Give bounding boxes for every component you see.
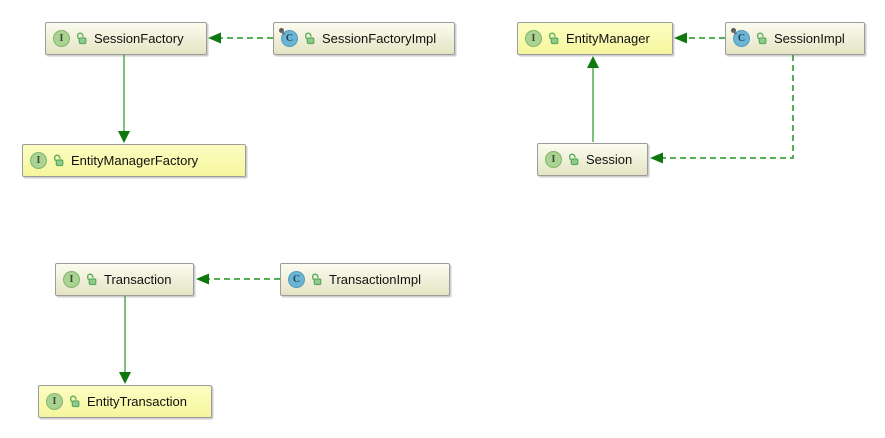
node-label: Transaction <box>104 272 172 287</box>
node-label: EntityTransaction <box>87 394 187 409</box>
class-icon: C <box>279 28 298 47</box>
node-entityTransaction[interactable]: I EntityTransaction <box>38 385 212 418</box>
node-sessionFactoryImpl[interactable]: C SessionFactoryImpl <box>273 22 455 55</box>
edge-arrowhead-transactionImpl-to-transaction <box>196 273 209 285</box>
edge-arrowhead-session-to-entityManager <box>587 56 599 68</box>
node-label: EntityManagerFactory <box>71 153 199 168</box>
public-lock-icon <box>68 395 81 408</box>
public-lock-icon <box>567 153 580 166</box>
node-session[interactable]: I Session <box>537 143 648 176</box>
interface-icon: I <box>46 393 63 410</box>
public-lock-icon <box>85 273 98 286</box>
node-entityManager[interactable]: I EntityManager <box>517 22 673 55</box>
interface-icon: I <box>63 271 80 288</box>
node-sessionFactory[interactable]: I SessionFactory <box>45 22 207 55</box>
public-lock-icon <box>547 32 560 45</box>
node-sessionImpl[interactable]: C SessionImpl <box>725 22 865 55</box>
node-transactionImpl[interactable]: C TransactionImpl <box>280 263 450 296</box>
pin-marker-icon <box>731 28 736 33</box>
node-transaction[interactable]: I Transaction <box>55 263 194 296</box>
interface-icon: I <box>545 151 562 168</box>
edge-arrowhead-sessionFactoryImpl-to-sessionFactory <box>208 32 221 44</box>
node-entityManagerFactory[interactable]: I EntityManagerFactory <box>22 144 246 177</box>
node-label: SessionFactory <box>94 31 184 46</box>
edge-arrowhead-sessionImpl-to-session <box>650 152 663 164</box>
edge-line-sessionImpl-to-session <box>662 55 794 159</box>
pin-marker-icon <box>279 28 284 33</box>
interface-icon: I <box>525 30 542 47</box>
edge-arrowhead-transaction-to-entityTransaction <box>119 372 131 384</box>
class-icon: C <box>731 28 750 47</box>
interface-icon: I <box>30 152 47 169</box>
public-lock-icon <box>310 273 323 286</box>
node-label: Session <box>586 152 633 167</box>
node-label: TransactionImpl <box>329 272 421 287</box>
node-label: SessionFactoryImpl <box>322 31 437 46</box>
public-lock-icon <box>755 32 768 45</box>
interface-icon: I <box>53 30 70 47</box>
public-lock-icon <box>52 154 65 167</box>
node-label: SessionImpl <box>774 31 845 46</box>
edge-arrowhead-sessionImpl-to-entityManager <box>674 32 687 44</box>
class-icon: C <box>288 271 305 288</box>
public-lock-icon <box>303 32 316 45</box>
edge-arrowhead-sessionFactory-to-entityManagerFactory <box>118 131 130 143</box>
public-lock-icon <box>75 32 88 45</box>
node-label: EntityManager <box>566 31 650 46</box>
